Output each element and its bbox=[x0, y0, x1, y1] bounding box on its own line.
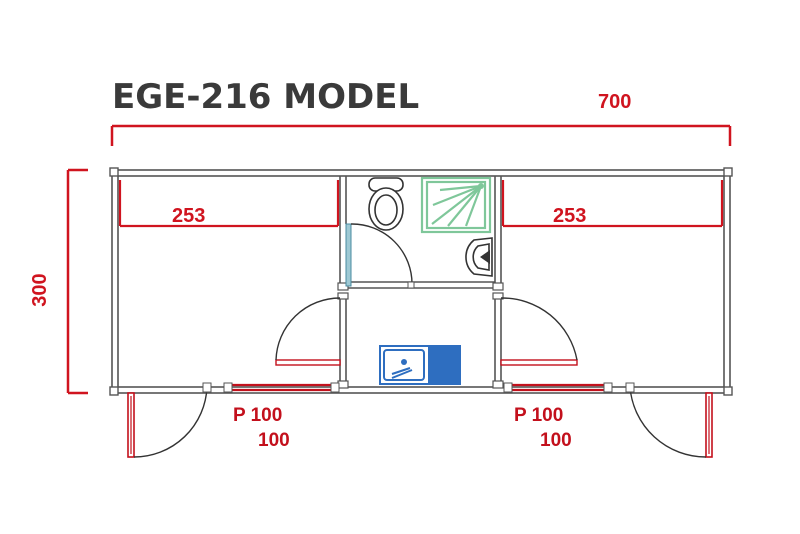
washbasin-icon bbox=[465, 237, 493, 277]
depth-label: 300 bbox=[29, 273, 51, 306]
kitchen-sink-icon bbox=[379, 345, 461, 385]
wall-corners bbox=[109, 167, 733, 396]
left-exterior-door bbox=[127, 382, 212, 458]
partition-walls bbox=[339, 176, 502, 387]
right-room-dimension bbox=[501, 180, 724, 228]
toilet-icon bbox=[368, 177, 404, 231]
left-room-width-label: 253 bbox=[172, 205, 205, 227]
depth-dimension bbox=[66, 168, 88, 395]
outer-walls bbox=[111, 169, 731, 394]
left-window-size: 100 bbox=[258, 430, 290, 451]
bathroom-door bbox=[345, 223, 415, 289]
right-interior-door bbox=[500, 297, 578, 366]
left-window-type: P 100 bbox=[233, 405, 282, 426]
faucet-icon bbox=[480, 250, 490, 264]
plan-title: EGE-216 MODEL bbox=[112, 77, 419, 117]
left-interior-door bbox=[275, 297, 341, 366]
width-label: 700 bbox=[598, 91, 631, 113]
right-exterior-door bbox=[625, 382, 713, 458]
left-window bbox=[223, 382, 340, 393]
shower-drain bbox=[478, 183, 484, 189]
left-room-dimension bbox=[118, 180, 340, 228]
right-window-type: P 100 bbox=[514, 405, 563, 426]
width-dimension bbox=[110, 124, 732, 146]
right-window bbox=[503, 382, 613, 393]
right-room-width-label: 253 bbox=[553, 205, 586, 227]
right-window-size: 100 bbox=[540, 430, 572, 451]
shower-icon bbox=[420, 176, 492, 234]
